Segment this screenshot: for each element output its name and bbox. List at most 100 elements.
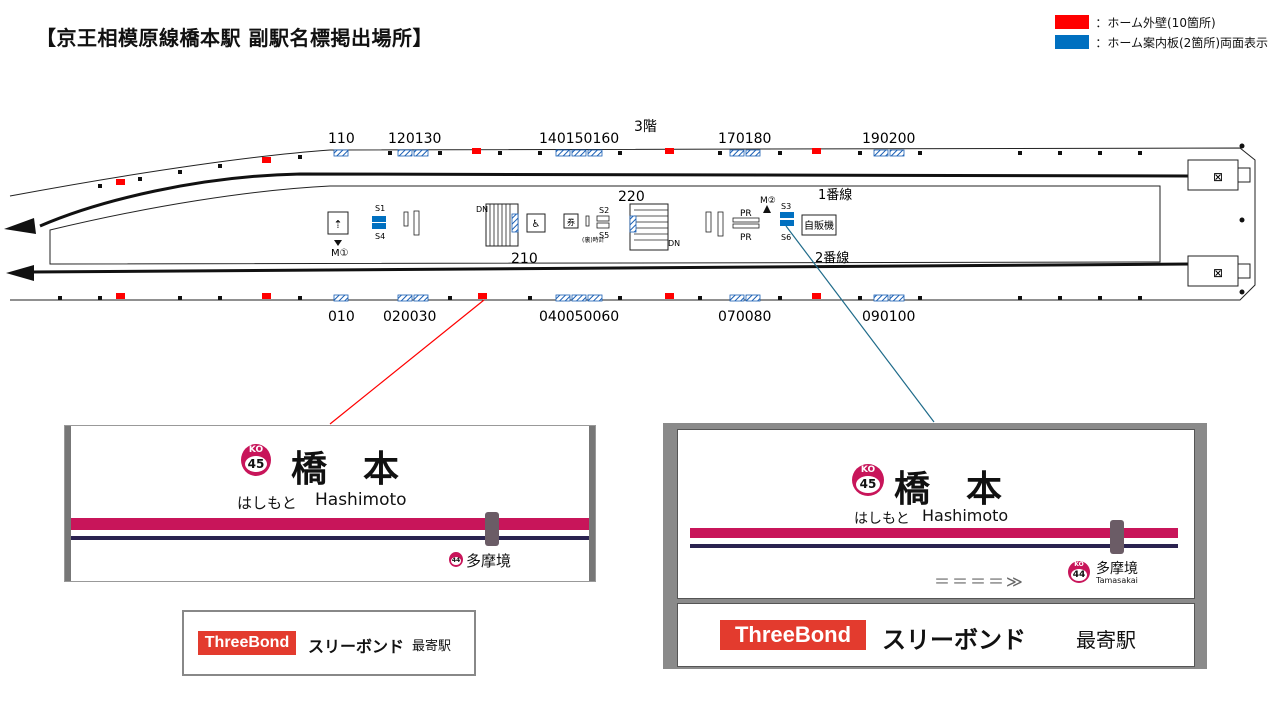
- bottom-number-3: 040050060: [539, 309, 619, 325]
- legend-item-board: ：ホーム案内板(2箇所)両面表示: [1055, 32, 1268, 52]
- red-sign-top-2: [262, 157, 271, 163]
- s2-label: S2: [599, 206, 609, 215]
- top-number-5: 190200: [862, 131, 915, 147]
- sponsor-name: スリーボンド: [308, 637, 405, 656]
- blue-board-s1: [372, 216, 386, 222]
- dn-label-220: DN: [668, 239, 680, 248]
- red-sign-bottom-5: [812, 293, 821, 299]
- legend-label-wall: ：ホーム外壁(10箇所): [1095, 15, 1216, 30]
- board-sponsor-suffix: 最寄駅: [1076, 628, 1136, 652]
- board-sign: KO 45 橋 本 はしもと Hashimoto ＝＝＝＝≫ KO 44 多摩境…: [663, 423, 1207, 669]
- top-pillars: [98, 151, 1142, 188]
- direction-arrow: ＝＝＝＝≫: [934, 572, 1025, 591]
- stair-210-label: 210: [511, 251, 538, 267]
- page-title: 【京王相模原線橋本駅 副駅名標掲出場所】: [36, 26, 433, 50]
- track-2-arrow: [6, 265, 34, 281]
- leader-line-red: [329, 299, 485, 425]
- track-1-label: 1番線: [818, 187, 852, 203]
- sponsor-sign-small: ThreeBond スリーボンド 最寄駅: [182, 610, 476, 676]
- sponsor-suffix: 最寄駅: [412, 639, 452, 654]
- blue-board-s3: [780, 212, 794, 218]
- s4-label: S4: [375, 232, 385, 241]
- bottom-number-2: 020030: [383, 309, 436, 325]
- station-romaji: Hashimoto: [315, 490, 407, 510]
- end-structure-bottom: [1187, 255, 1239, 287]
- platform-island: [49, 185, 1161, 265]
- station-number-badge: KO 45: [241, 444, 271, 476]
- board-next-station-badge: KO 44: [1068, 561, 1090, 583]
- next-station-badge: 44: [449, 552, 463, 567]
- s5-label: S5: [599, 231, 609, 240]
- track-1-arrow: [4, 218, 36, 234]
- red-sign-bottom-4: [665, 293, 674, 299]
- red-sign-top-1: [116, 179, 125, 185]
- track-1: [39, 172, 1191, 228]
- red-sign-bottom-2: [262, 293, 271, 299]
- s6-label: S6: [781, 233, 791, 242]
- stair-220: 220 DN: [618, 189, 680, 251]
- clock-label: (裏)時計: [582, 236, 605, 244]
- stair-220-label: 220: [618, 189, 645, 205]
- board-station-number-badge: KO 45: [852, 464, 884, 496]
- leader-line-blue: [785, 225, 935, 423]
- svg-text:⊠: ⊠: [1213, 170, 1223, 184]
- legend-item-wall: ：ホーム外壁(10箇所): [1055, 12, 1268, 32]
- red-wall-signs: [116, 148, 821, 299]
- svg-text:券: 券: [567, 217, 575, 227]
- next-station-name: 多摩境: [466, 552, 512, 570]
- dn-label-210: DN: [476, 205, 488, 214]
- track-2: [29, 262, 1191, 274]
- top-number-1: 110: [328, 131, 355, 147]
- pr-label-top: PR: [740, 209, 752, 219]
- legend-swatch-blue: [1055, 35, 1090, 49]
- bottom-pillars: [58, 296, 1142, 300]
- top-number-3: 140150160: [539, 131, 619, 147]
- station-kana: はしもと: [237, 494, 297, 512]
- bottom-adverts: [333, 294, 905, 302]
- legend-label-board: ：ホーム案内板(2箇所)両面表示: [1095, 35, 1268, 50]
- board-threebond-logo: ThreeBond: [720, 620, 866, 650]
- m2-label: M②: [760, 196, 776, 206]
- ticket-icon: [563, 213, 579, 229]
- bottom-number-5: 090100: [862, 309, 915, 325]
- bottom-number-4: 070080: [718, 309, 771, 325]
- board-station-romaji: Hashimoto: [922, 506, 1009, 525]
- svg-text:⊠: ⊠: [1213, 266, 1223, 280]
- bottom-number-1: 010: [328, 309, 355, 325]
- legend-swatch-red: [1055, 15, 1090, 29]
- svg-text:♿: ♿: [532, 219, 541, 230]
- floor-label: 3階: [634, 119, 657, 135]
- red-sign-top-5: [812, 148, 821, 154]
- board-next-station-name: 多摩境: [1096, 561, 1138, 577]
- station-name: 橋 本: [291, 449, 400, 490]
- top-number-4: 170180: [718, 131, 771, 147]
- wall-sign: KO 45 橋 本 はしもと Hashimoto 44 多摩境: [64, 425, 596, 582]
- stair-210: DN 210: [476, 203, 538, 267]
- pr-label-bottom: PR: [740, 233, 752, 243]
- threebond-logo: ThreeBond: [198, 631, 296, 655]
- legend: ：ホーム外壁(10箇所) ：ホーム案内板(2箇所)両面表示: [1055, 12, 1268, 52]
- red-sign-bottom-1: [116, 293, 125, 299]
- top-number-2: 120130: [388, 131, 441, 147]
- board-sign-pole: [1110, 520, 1124, 554]
- board-station-kana: はしもと: [854, 511, 910, 527]
- vending-machine: [801, 214, 837, 236]
- s3-label: S3: [781, 202, 791, 211]
- platform-outline: [9, 147, 1256, 301]
- top-adverts: [333, 149, 905, 157]
- red-sign-top-4: [665, 148, 674, 154]
- board-sponsor: ThreeBond スリーボンド 最寄駅: [677, 603, 1195, 667]
- board-next-station-romaji: Tamasakai: [1096, 576, 1138, 585]
- svg-text:⇡: ⇡: [333, 218, 342, 231]
- escalator-icon: [526, 213, 546, 233]
- m1-label: M①: [331, 248, 349, 259]
- board-sponsor-name: スリーボンド: [882, 626, 1026, 654]
- elevator-left: [327, 211, 349, 235]
- vending-label: 自販機: [804, 219, 834, 232]
- board-station-name: 橋 本: [894, 469, 1003, 510]
- end-structure-top: [1187, 159, 1239, 191]
- sign-pole: [485, 512, 499, 546]
- red-sign-top-3: [472, 148, 481, 154]
- red-sign-bottom-3: [478, 293, 487, 299]
